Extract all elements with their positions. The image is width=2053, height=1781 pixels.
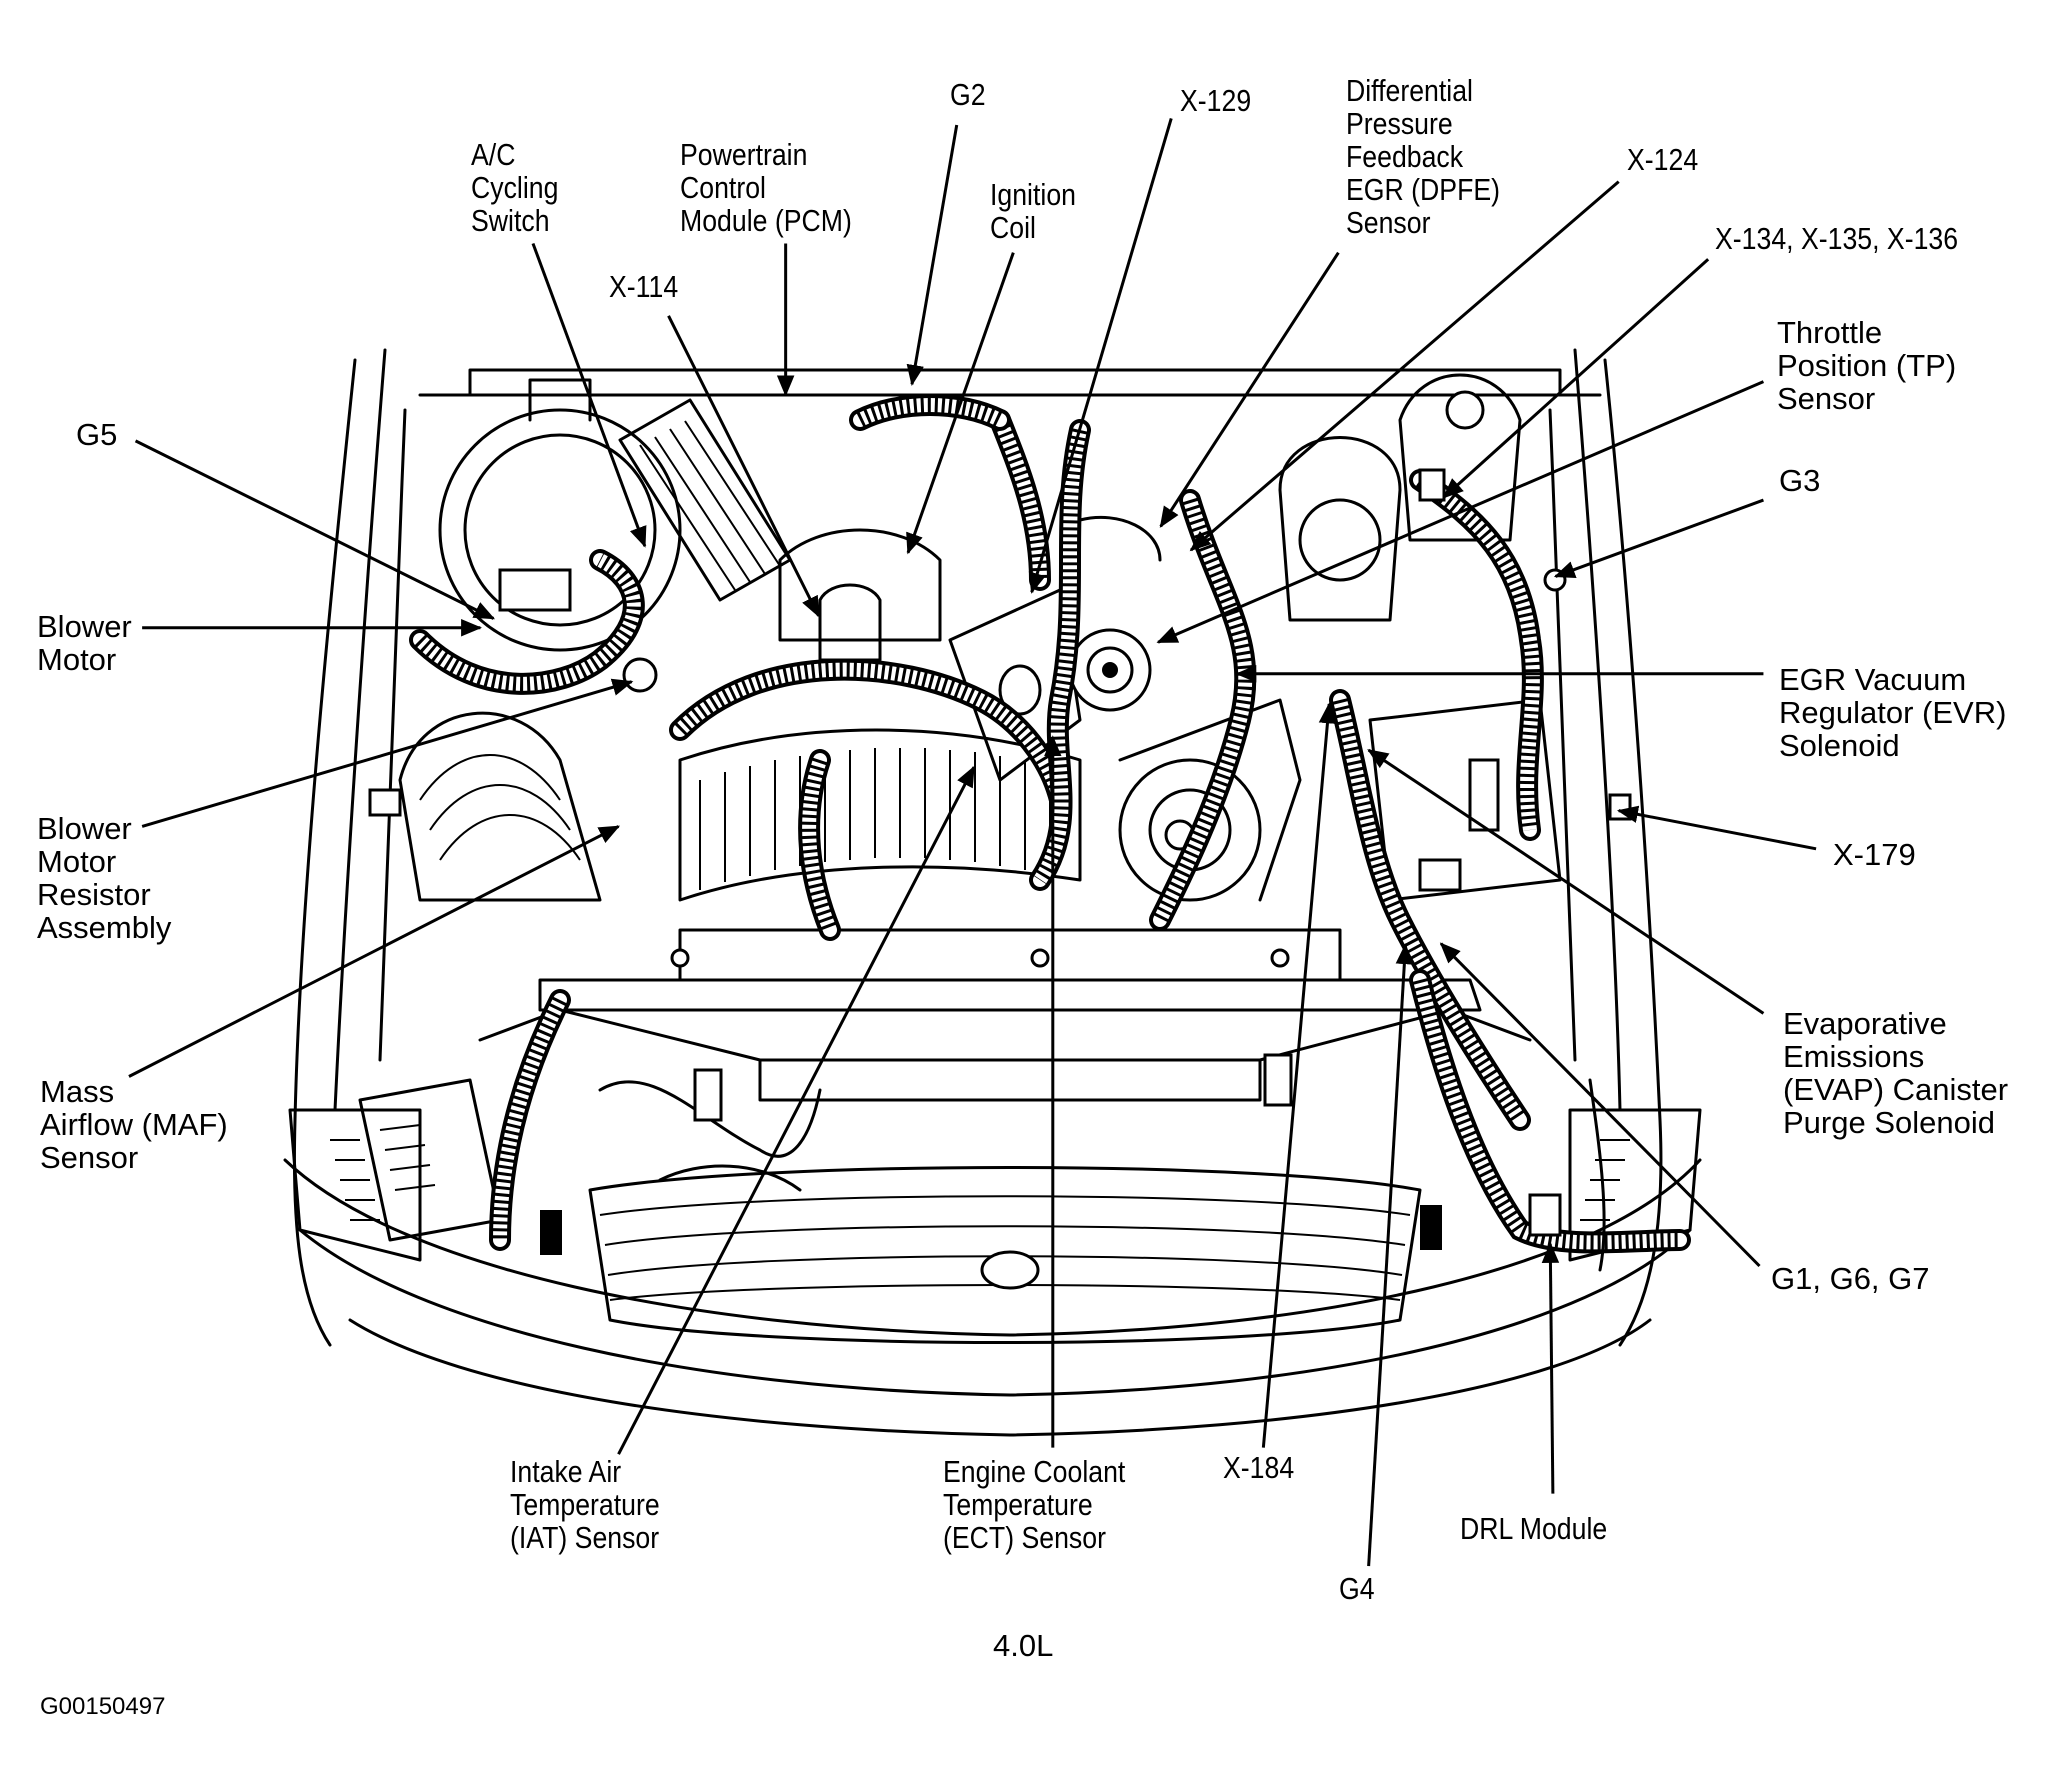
- leader-arrow-evap-purge-solenoid: [1367, 748, 1765, 1015]
- engine-size-caption: 4.0L: [993, 1628, 1054, 1663]
- label-g4: G4: [1339, 1571, 1375, 1606]
- label-x-129: X-129: [1180, 83, 1252, 118]
- leader-arrow-x-184: [1261, 702, 1337, 1448]
- leader-arrow-g5: [134, 439, 496, 620]
- battery-area: [358, 1078, 502, 1242]
- label-iat-sensor: Intake Air Temperature (IAT) Sensor: [510, 1454, 660, 1555]
- leader-arrow-tp-sensor: [1156, 380, 1765, 644]
- label-x-124: X-124: [1627, 142, 1699, 177]
- label-g3: G3: [1779, 463, 1821, 498]
- leader-arrow-iat-sensor: [617, 765, 976, 1455]
- label-tp-sensor: Throttle Position (TP) Sensor: [1777, 315, 1957, 416]
- brake-booster: [438, 378, 682, 652]
- label-g5: G5: [76, 417, 118, 452]
- label-blower-motor-resistor: Blower Motor Resistor Assembly: [37, 811, 172, 945]
- leader-arrow-g1-g6-g7: [1439, 942, 1761, 1268]
- label-drl-module: DRL Module: [1460, 1511, 1608, 1546]
- power-distribution-box: [1368, 698, 1562, 902]
- leader-arrow-x-124: [1189, 180, 1620, 552]
- label-ac-cycling-switch: A/C Cycling Switch: [471, 137, 559, 238]
- label-g1-g6-g7: G1, G6, G7: [1771, 1261, 1930, 1296]
- throttle-body: [1068, 628, 1152, 712]
- leader-arrow-x-114: [667, 315, 820, 618]
- vehicle-body-outline: [283, 348, 1702, 1437]
- label-evr-solenoid: EGR Vacuum Regulator (EVR) Solenoid: [1779, 662, 2007, 763]
- label-maf-sensor: Mass Airflow (MAF) Sensor: [40, 1074, 228, 1175]
- leader-arrow-x-129: [1028, 118, 1173, 594]
- leader-arrow-g4: [1367, 943, 1414, 1567]
- leader-arrow-dpfe-sensor: [1159, 251, 1340, 528]
- leader-lines: [128, 118, 1817, 1567]
- label-x-184: X-184: [1223, 1450, 1295, 1485]
- wiring-harness: [409, 394, 1691, 1272]
- washer-reservoir: [1398, 373, 1522, 542]
- intake-manifold: [778, 515, 1162, 782]
- coolant-reservoir: [1278, 436, 1402, 622]
- label-x-134-135-136: X-134, X-135, X-136: [1715, 221, 1959, 256]
- air-intake-duct: [678, 728, 1082, 902]
- leader-arrow-ac-cycling-switch: [531, 242, 647, 548]
- label-evap-purge-solenoid: Evaporative Emissions (EVAP) Canister Pu…: [1783, 1006, 2009, 1140]
- label-ect-sensor: Engine Coolant Temperature (ECT) Sensor: [943, 1454, 1126, 1555]
- label-x-179: X-179: [1833, 837, 1916, 872]
- leader-arrow-x-134-135-136: [1442, 258, 1710, 499]
- leader-arrow-g2: [906, 124, 959, 386]
- leader-arrow-g3: [1553, 498, 1764, 578]
- leader-arrow-maf-sensor: [128, 825, 621, 1078]
- leader-arrow-ignition-coil: [906, 252, 1015, 555]
- label-dpfe-sensor: Differential Pressure Feedback EGR (DPFE…: [1346, 73, 1501, 240]
- label-g2: G2: [950, 77, 986, 112]
- label-ignition-coil: Ignition Coil: [990, 177, 1076, 245]
- leader-arrow-drl-module: [1541, 1241, 1560, 1494]
- label-x-114: X-114: [609, 269, 679, 304]
- label-blower-motor: Blower Motor: [37, 609, 132, 677]
- air-filter-box: [368, 711, 602, 902]
- label-pcm: Powertrain Control Module (PCM): [680, 137, 852, 238]
- leader-arrow-x-179: [1616, 805, 1817, 851]
- leader-arrow-blower-motor-resistor: [141, 678, 634, 828]
- figure-id: G00150497: [40, 1693, 166, 1720]
